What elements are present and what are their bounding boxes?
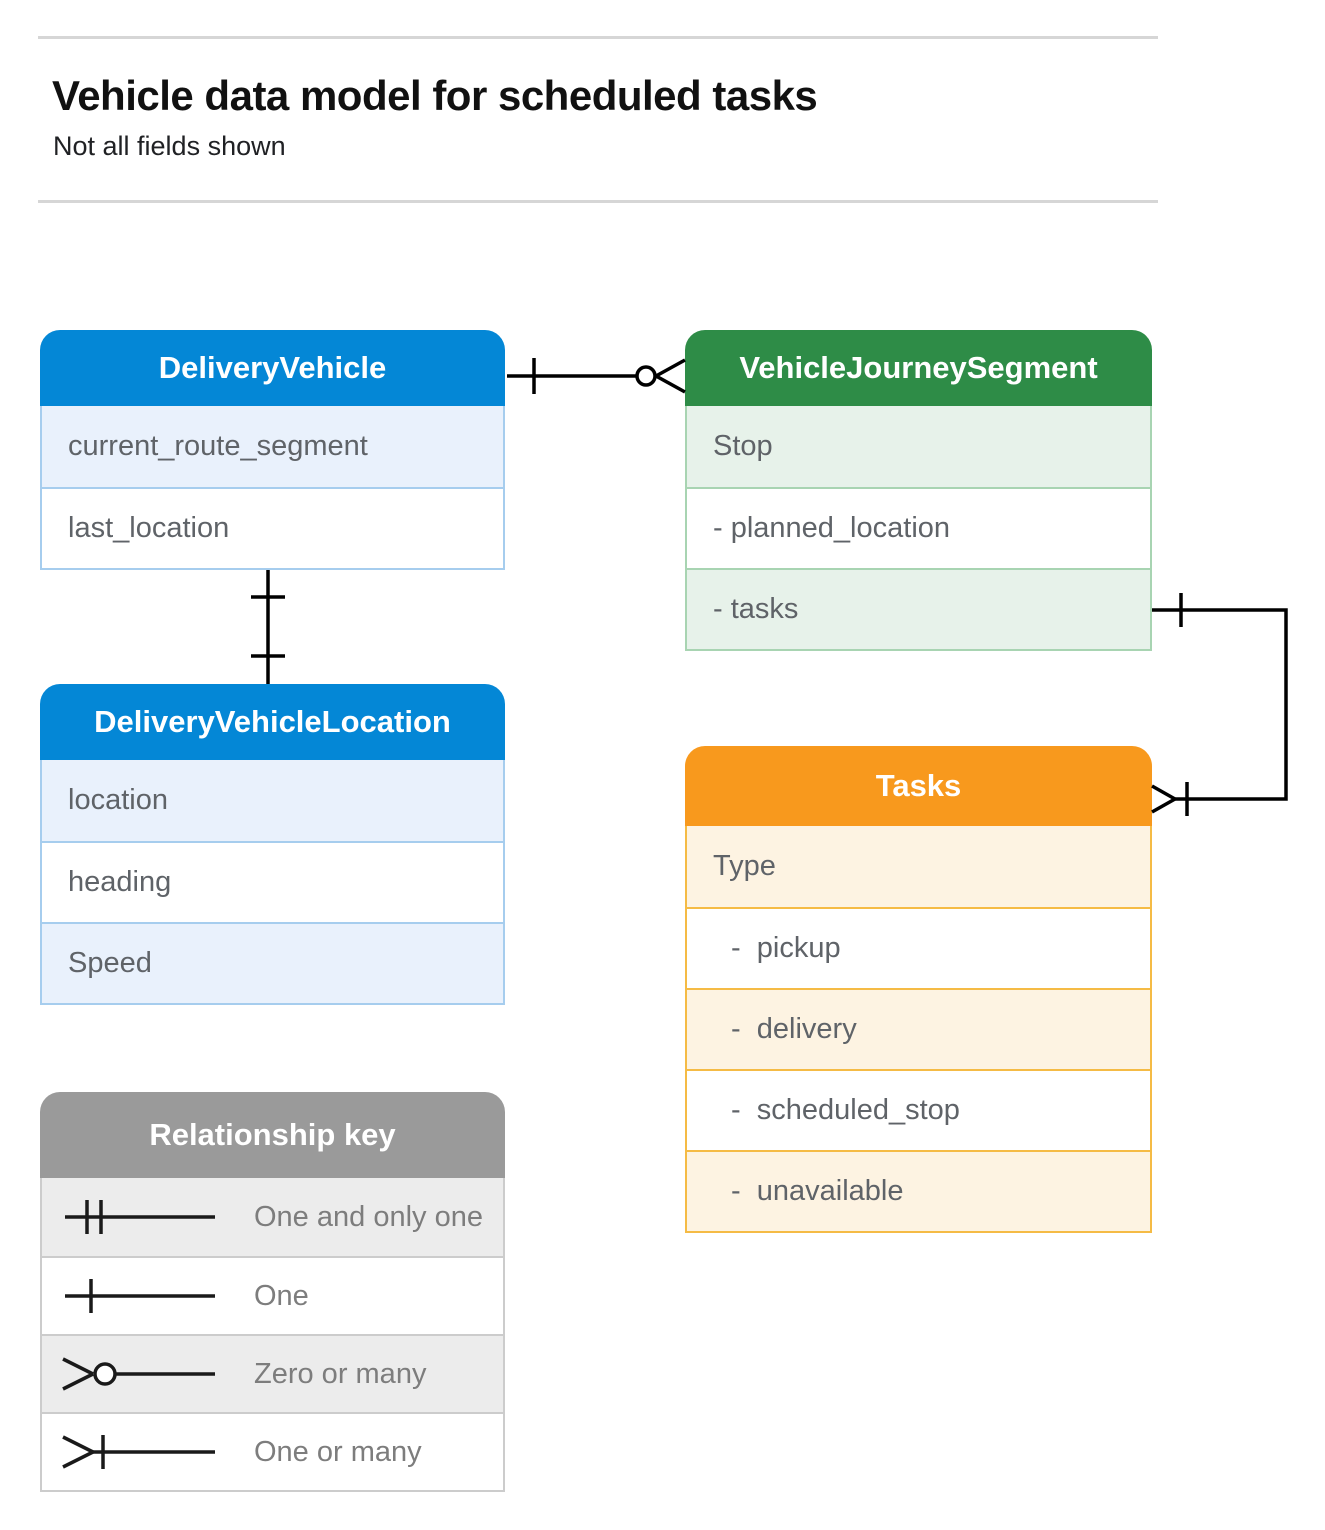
field-row: - tasks bbox=[687, 568, 1150, 649]
legend-item: Zero or many bbox=[42, 1334, 503, 1412]
entity-title-tasks: Tasks bbox=[685, 746, 1152, 826]
entity-rows: Stop - planned_location - tasks bbox=[685, 406, 1152, 651]
field-row: heading bbox=[42, 841, 503, 922]
legend-label: Zero or many bbox=[254, 1357, 427, 1390]
entity-title-delivery-vehicle-location: DeliveryVehicleLocation bbox=[40, 684, 505, 760]
legend-item: One or many bbox=[42, 1412, 503, 1490]
field-row: last_location bbox=[42, 487, 503, 568]
connector-vehiclejourneysegment-tasks bbox=[1151, 593, 1288, 816]
entity-box-vehicle-journey-segment: VehicleJourneySegment Stop - planned_loc… bbox=[685, 330, 1152, 651]
one-and-only-one-icon bbox=[65, 1200, 215, 1234]
legend-title: Relationship key bbox=[40, 1092, 505, 1178]
page-subtitle: Not all fields shown bbox=[53, 131, 286, 161]
field-row: - unavailable bbox=[687, 1150, 1150, 1231]
entity-box-delivery-vehicle-location: DeliveryVehicleLocation location heading… bbox=[40, 684, 505, 1005]
legend-item: One bbox=[42, 1256, 503, 1334]
field-row: current_route_segment bbox=[42, 406, 503, 487]
connector-deliveryvehicle-deliveryvehiclelocation bbox=[251, 570, 285, 684]
field-row: - scheduled_stop bbox=[687, 1069, 1150, 1150]
entity-rows: current_route_segment last_location bbox=[40, 406, 505, 570]
field-row: Stop bbox=[687, 406, 1150, 487]
legend-item: One and only one bbox=[42, 1178, 503, 1256]
top-divider bbox=[38, 36, 1158, 39]
entity-box-delivery-vehicle: DeliveryVehicle current_route_segment la… bbox=[40, 330, 505, 570]
entity-rows: location heading Speed bbox=[40, 760, 505, 1005]
page-title: Vehicle data model for scheduled tasks bbox=[52, 72, 818, 119]
legend-box: Relationship key One and only one One bbox=[40, 1092, 505, 1492]
entity-title-vehicle-journey-segment: VehicleJourneySegment bbox=[685, 330, 1152, 406]
legend-rows: One and only one One Zero or many bbox=[40, 1178, 505, 1492]
field-row: location bbox=[42, 760, 503, 841]
one-or-many-icon bbox=[62, 1435, 215, 1469]
entity-rows: Type - pickup - delivery - scheduled_sto… bbox=[685, 826, 1152, 1233]
legend-label: One bbox=[254, 1279, 309, 1312]
connector-deliveryvehicle-vehiclejourneysegment bbox=[507, 358, 686, 394]
entity-title-delivery-vehicle: DeliveryVehicle bbox=[40, 330, 505, 406]
header-divider bbox=[38, 200, 1158, 203]
entity-box-tasks: Tasks Type - pickup - delivery - schedul… bbox=[685, 746, 1152, 1233]
field-row: - planned_location bbox=[687, 487, 1150, 568]
field-row: - delivery bbox=[687, 988, 1150, 1069]
zero-or-many-icon bbox=[62, 1357, 215, 1391]
legend-label: One or many bbox=[254, 1435, 422, 1468]
field-row: - pickup bbox=[687, 907, 1150, 988]
field-row: Speed bbox=[42, 922, 503, 1003]
legend-label: One and only one bbox=[254, 1200, 483, 1233]
one-icon bbox=[65, 1279, 215, 1313]
field-row: Type bbox=[687, 826, 1150, 907]
